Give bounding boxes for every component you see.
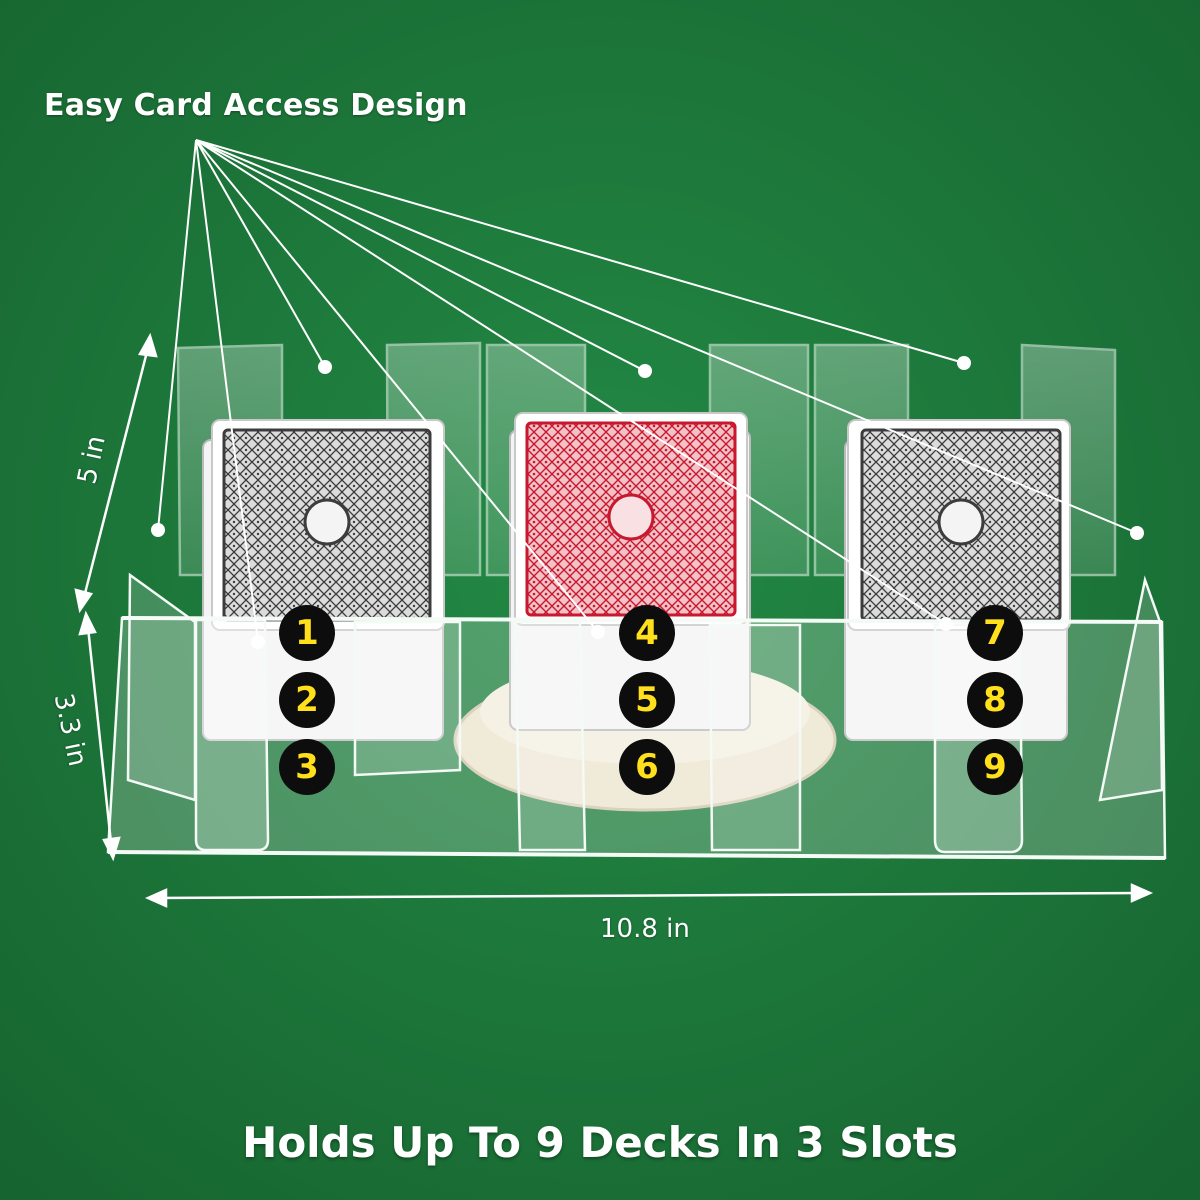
dimension-arrows: [74, 332, 1154, 908]
deck-stack-middle: [509, 412, 751, 731]
deck-stack-left: [202, 419, 445, 741]
caddy-front: [106, 572, 1167, 860]
slot-number-badge: 3: [279, 739, 335, 795]
headline: Easy Card Access Design: [44, 88, 468, 123]
slot-number-badge: 4: [619, 605, 675, 661]
dimension-width: 10.8 in: [600, 914, 690, 944]
slot-number-badge: 6: [619, 739, 675, 795]
slot-number-badge: 2: [279, 672, 335, 728]
caddy-back-walls: [176, 341, 1117, 577]
slot-number-badge: 5: [619, 672, 675, 728]
card-access-points: [151, 356, 1144, 649]
slot-number-badge: 9: [967, 739, 1023, 795]
deck-stack-right: [844, 419, 1071, 741]
card-access-lines: [157, 139, 1138, 643]
slot-number-badge: 8: [967, 672, 1023, 728]
caption: Holds Up To 9 Decks In 3 Slots: [242, 1118, 958, 1167]
slot-number-badge: 1: [279, 605, 335, 661]
slot-number-badge: 7: [967, 605, 1023, 661]
